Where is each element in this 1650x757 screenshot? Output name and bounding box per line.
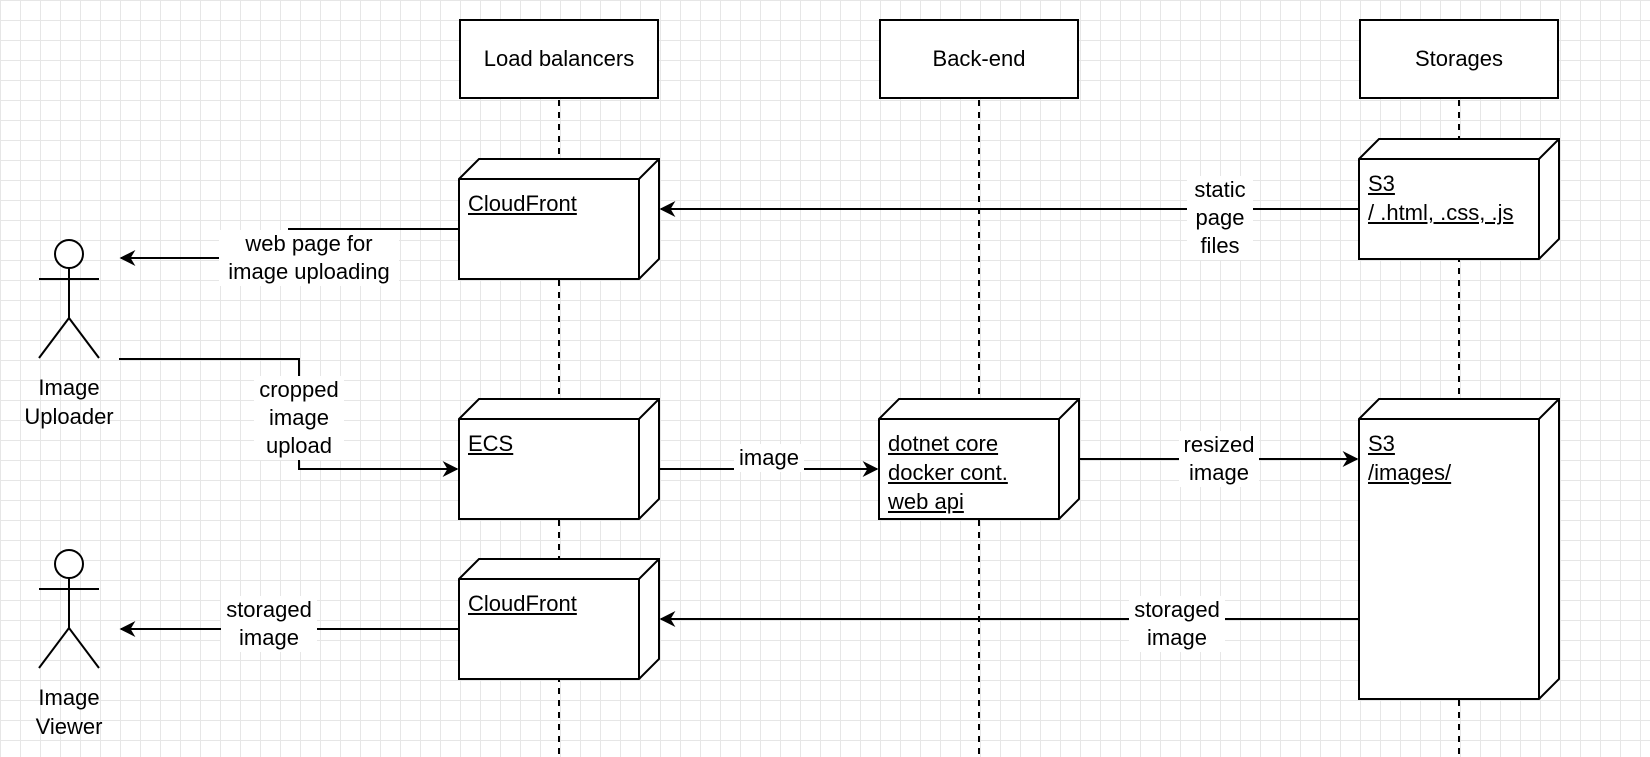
node-label-line: dotnet core — [888, 431, 999, 456]
actor-name-line: Uploader — [24, 404, 114, 429]
edge-label-static-page-files: static page files — [1187, 176, 1253, 260]
node-ecs-label: ECS — [468, 429, 513, 458]
node-cloudfront-bottom-box[interactable] — [458, 558, 660, 680]
node-label-line: docker cont. — [888, 460, 1008, 485]
node-label-line: ECS — [468, 431, 514, 456]
edge-label-line: resized — [1183, 432, 1255, 457]
edge-label-storaged-image-to-viewer: storaged image — [221, 596, 317, 652]
actor-uploader-figure[interactable] — [38, 239, 100, 359]
edge-label-line: image — [269, 405, 329, 430]
actor-viewer-figure[interactable] — [38, 549, 100, 669]
edge-label-line: files — [1200, 233, 1240, 258]
node-cloudfront-top-box[interactable] — [458, 158, 660, 280]
edge-label-line: static — [1194, 177, 1246, 202]
edge-label-line: storaged — [1134, 597, 1220, 622]
edge-label-line: storaged — [226, 597, 312, 622]
node-label-line: CloudFront — [468, 191, 577, 216]
actor-name-line: Image — [38, 685, 100, 710]
edge-label-line: web page for — [245, 231, 373, 256]
node-backend-api-box[interactable] — [878, 398, 1080, 520]
node-s3-static-label: S3 / .html, .css, .js — [1368, 169, 1513, 227]
edge-label-image: image — [734, 444, 804, 472]
edge-label-line: page — [1195, 205, 1245, 230]
lane-header-storages[interactable]: Storages — [1359, 19, 1559, 99]
edge-label-line: image — [1189, 460, 1249, 485]
actor-viewer-name: Image Viewer — [0, 683, 139, 741]
edge-label-line: image — [739, 445, 799, 470]
node-cloudfront-bottom-label: CloudFront — [468, 589, 577, 618]
edge-label-line: cropped — [259, 377, 339, 402]
node-label-line: /images/ — [1368, 460, 1452, 485]
edge-label-web-page-for-uploading: web page for image uploading — [219, 230, 399, 286]
node-label-line: web api — [888, 489, 964, 514]
node-cloudfront-top-label: CloudFront — [468, 189, 577, 218]
node-label-line: CloudFront — [468, 591, 577, 616]
actor-name-line: Viewer — [35, 714, 103, 739]
node-label-line: S3 — [1368, 431, 1395, 456]
edge-label-line: image — [1147, 625, 1207, 650]
actor-name-line: Image — [38, 375, 100, 400]
actor-uploader-name: Image Uploader — [0, 373, 139, 431]
lane-header-load-balancers[interactable]: Load balancers — [459, 19, 659, 99]
node-s3-images-label: S3 /images/ — [1368, 429, 1451, 487]
node-label-line: S3 — [1368, 171, 1395, 196]
node-s3-static-box[interactable] — [1358, 138, 1560, 260]
edge-label-cropped-image-upload: cropped image upload — [254, 376, 344, 460]
edge-label-storaged-image-to-cdn: storaged image — [1129, 596, 1225, 652]
edge-label-line: image — [239, 625, 299, 650]
node-backend-api-label: dotnet core docker cont. web api — [888, 429, 1008, 516]
edge-label-line: upload — [265, 433, 333, 458]
lane-header-back-end[interactable]: Back-end — [879, 19, 1079, 99]
node-ecs-box[interactable] — [458, 398, 660, 520]
edge-label-line: image uploading — [228, 259, 390, 284]
edge-label-resized-image: resized image — [1179, 431, 1259, 487]
node-label-line: / .html, .css, .js — [1368, 200, 1514, 225]
node-s3-images-box[interactable] — [1358, 398, 1560, 700]
